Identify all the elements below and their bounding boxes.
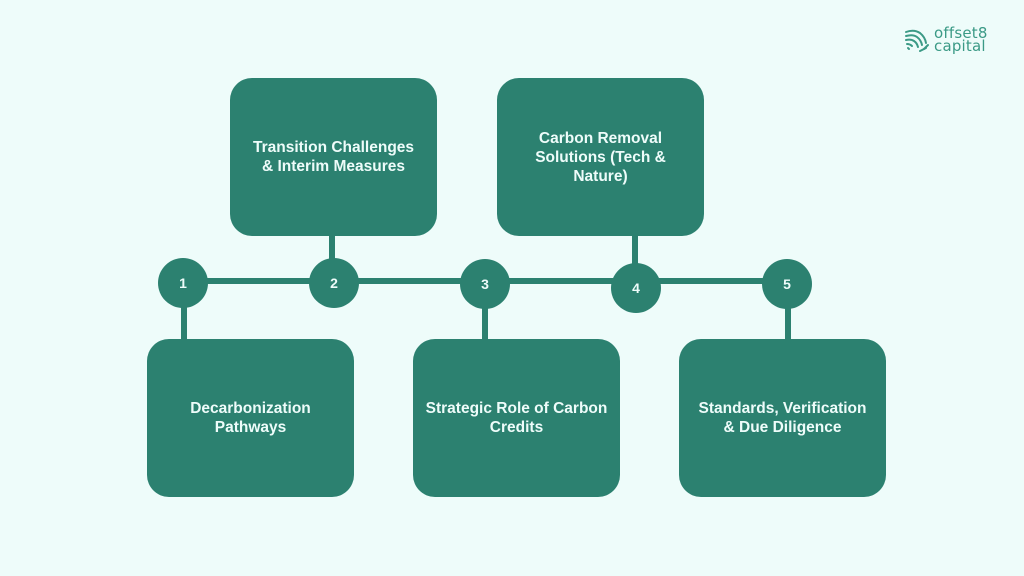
step-label-1: Decarbonization Pathways: [190, 400, 311, 436]
connector-1: [181, 283, 187, 343]
connector-5: [785, 283, 791, 343]
brand-logo: offset8 capital: [904, 24, 988, 55]
step-number-1: 1: [158, 258, 208, 308]
step-box-2: Transition Challenges & Interim Measures: [230, 78, 437, 236]
step-box-3: Strategic Role of Carbon Credits: [413, 339, 620, 497]
step-number-5: 5: [762, 259, 812, 309]
step-number-2: 2: [309, 258, 359, 308]
step-box-4: Carbon Removal Solutions (Tech & Nature): [497, 78, 704, 236]
logo-line-2: capital: [934, 37, 986, 55]
step-label-2: Transition Challenges & Interim Measures: [252, 139, 415, 175]
step-number-3-text: 3: [481, 276, 489, 292]
step-box-1: Decarbonization Pathways: [147, 339, 354, 497]
step-label-4: Carbon Removal Solutions (Tech & Nature): [535, 129, 666, 185]
connector-3: [482, 283, 488, 343]
step-number-2-text: 2: [330, 275, 338, 291]
step-label-5: Standards, Verification & Due Diligence: [698, 400, 867, 436]
step-number-4-text: 4: [632, 280, 640, 296]
step-number-3: 3: [460, 259, 510, 309]
connector-4: [632, 232, 638, 284]
logo-line-1: offset8: [934, 24, 988, 42]
step-box-5: Standards, Verification & Due Diligence: [679, 339, 886, 497]
step-number-5-text: 5: [783, 276, 791, 292]
connector-2: [329, 232, 335, 282]
fingerprint-leaf-icon: [905, 29, 929, 52]
step-number-4: 4: [611, 263, 661, 313]
step-number-1-text: 1: [179, 275, 187, 291]
step-label-3: Strategic Role of Carbon Credits: [425, 400, 608, 436]
